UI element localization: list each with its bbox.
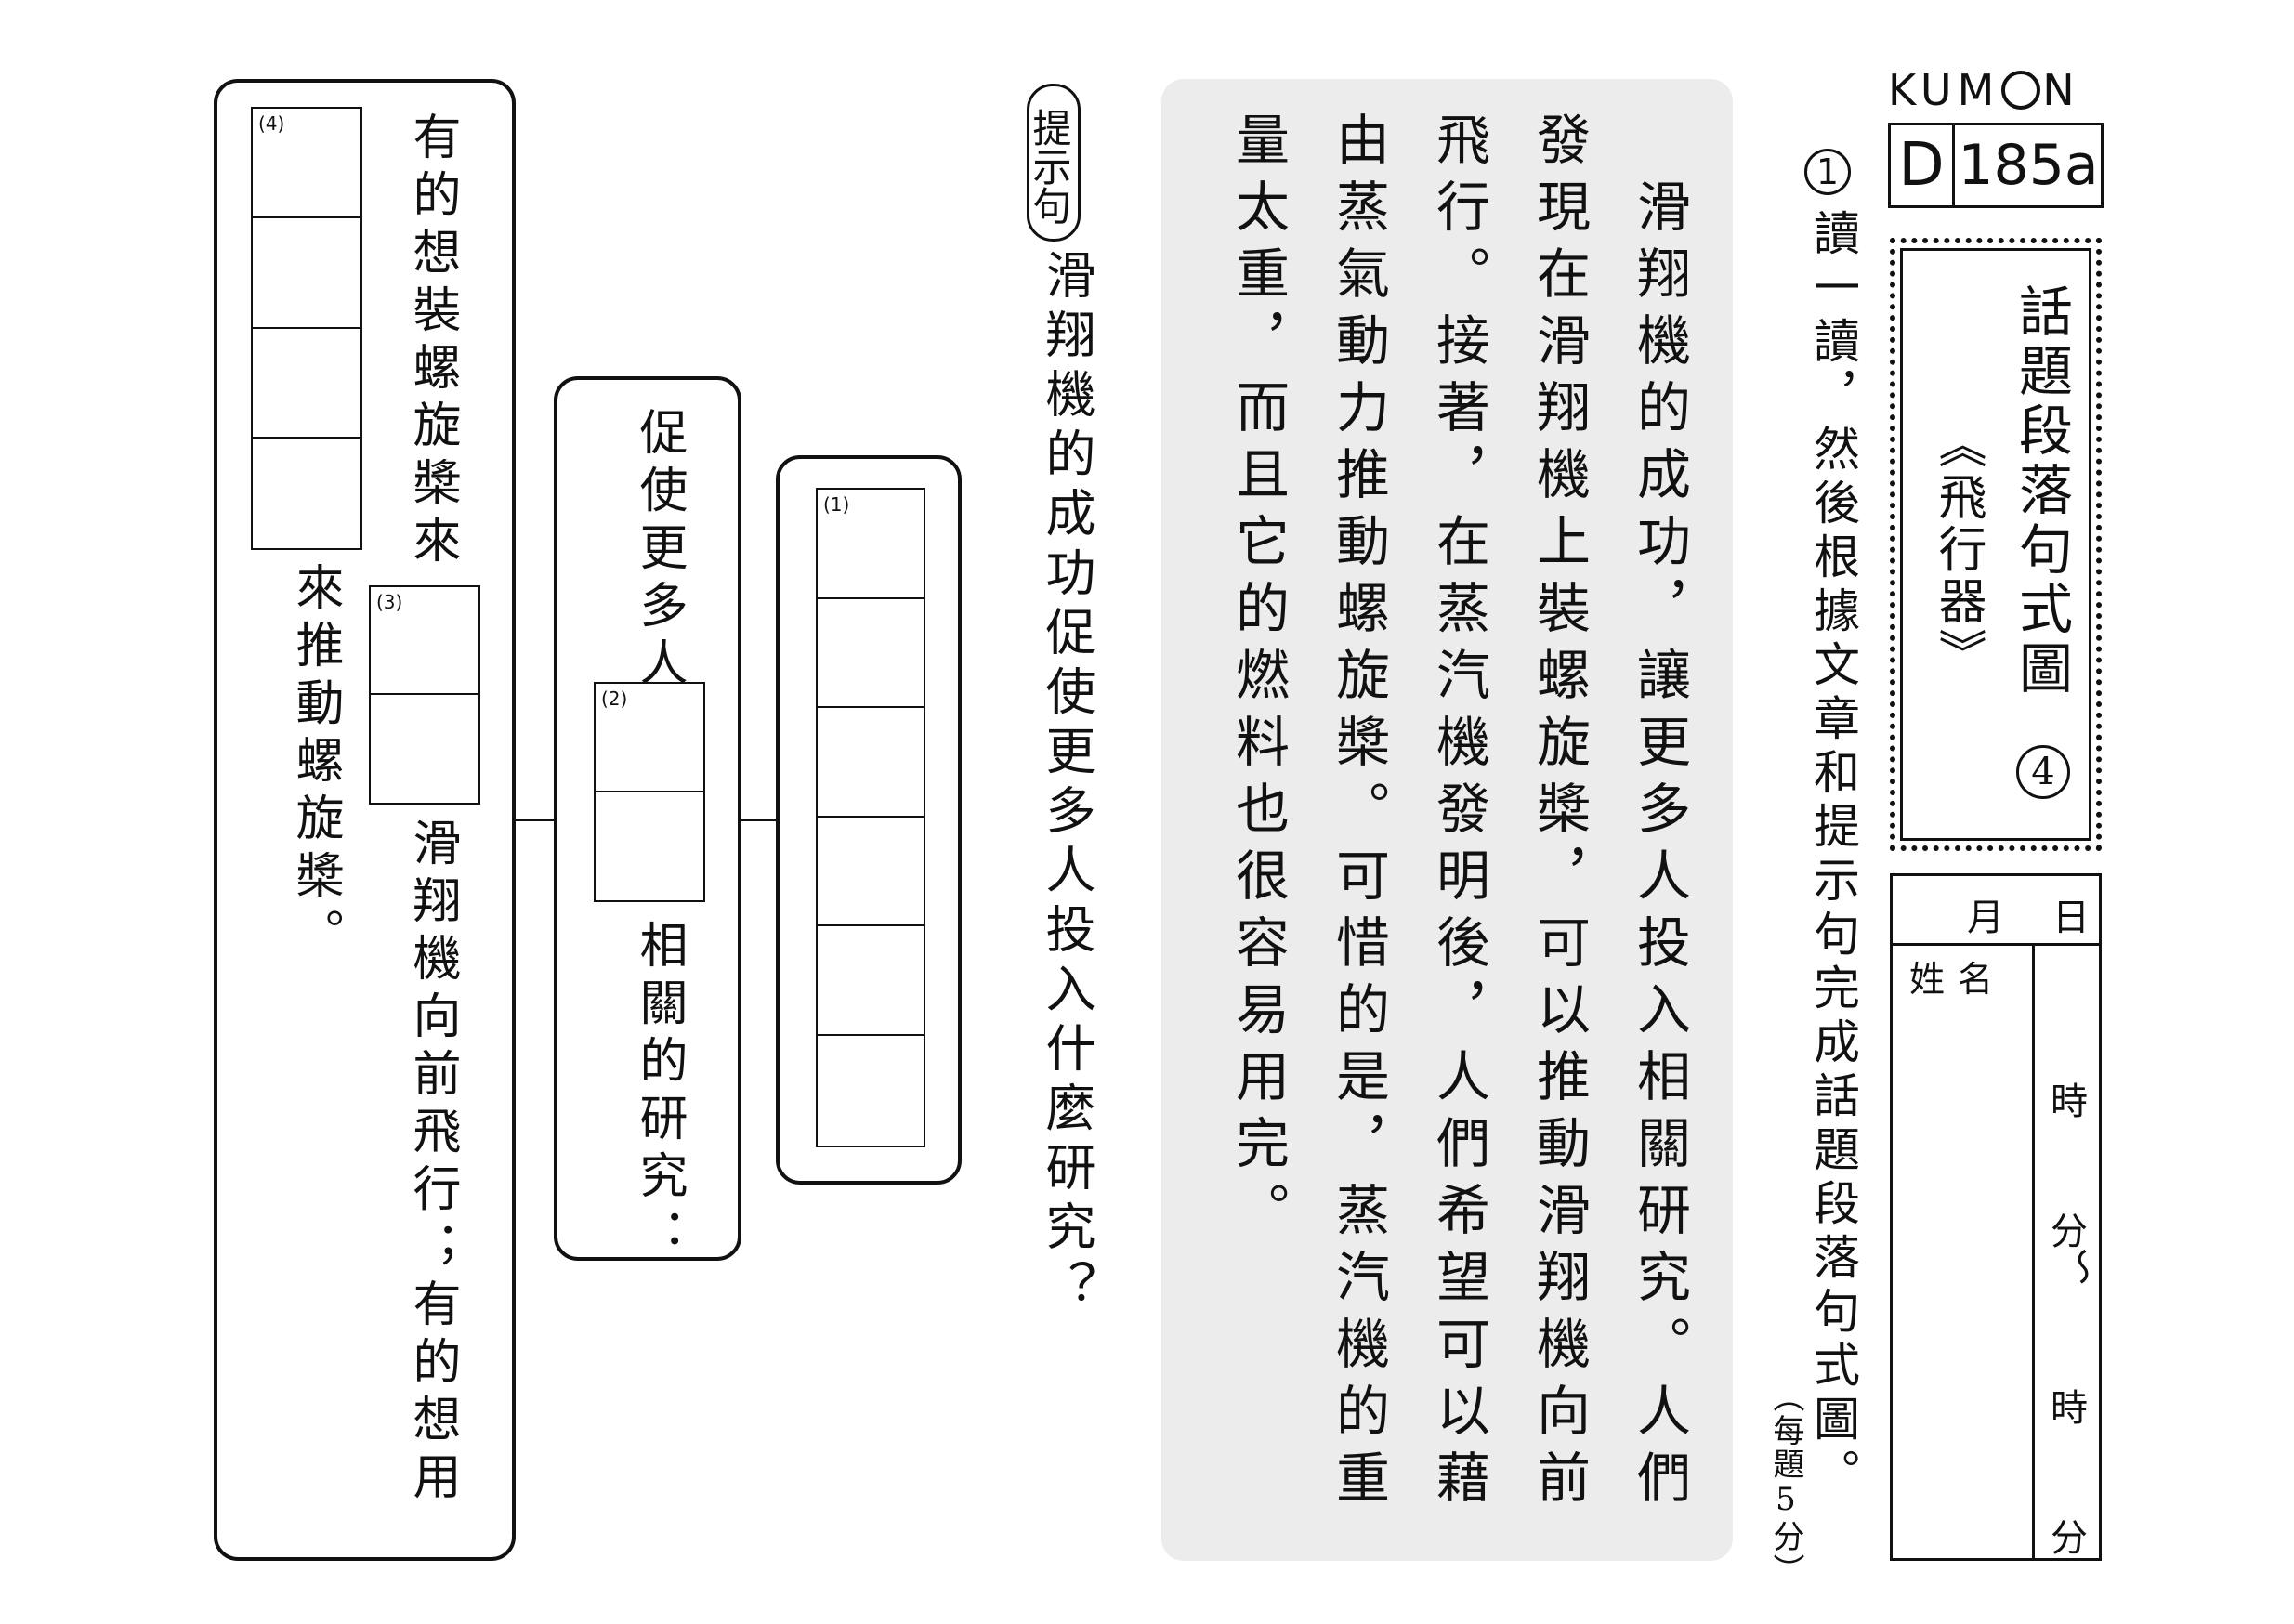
sentence-suffix: 相關的研究： [631, 920, 687, 1265]
details-box [214, 79, 516, 1561]
start-hour-label: 時 [2051, 1080, 2088, 1123]
connector-line [516, 819, 554, 821]
hint-tag: 提示句 [1027, 84, 1081, 242]
answer-cell[interactable] [596, 792, 703, 901]
detail-text-2: 滑翔機向前飛行；有的想用 [404, 818, 460, 1509]
worksheet-subtitle: 《飛行器》 [1930, 420, 1986, 680]
answer-cell[interactable] [818, 599, 924, 709]
instruction-text: 讀一讀，然後根據文章和提示句完成話題段落句式圖。 [1806, 209, 1860, 1502]
answer-label-1: (1) [823, 493, 850, 516]
detail-text-1: 有的想裝螺旋槳來 [404, 111, 460, 572]
answer-grid-1[interactable]: (1) [816, 488, 925, 1147]
answer-cell[interactable] [818, 818, 924, 927]
passage-background [1161, 79, 1733, 1561]
worksheet-code: D 185a [1888, 123, 2104, 208]
month-label: 月 [1967, 897, 2004, 939]
answer-label-4: (4) [258, 112, 285, 135]
date-row: 月 日 [1893, 876, 2099, 946]
day-label: 日 [2052, 897, 2090, 939]
answer-grid-4[interactable]: (4) [251, 107, 362, 550]
name-date-form: 月 日 姓名 時 分 〜 時 分 [1890, 873, 2102, 1561]
sentence-prefix: 促使更多人 [631, 407, 687, 695]
title-frame [1890, 238, 2102, 851]
answer-cell[interactable] [253, 109, 360, 219]
worksheet-title: 話題段落句式圖 [2010, 283, 2073, 700]
form-divider [2032, 943, 2035, 1558]
start-minute-label: 分 [2051, 1211, 2088, 1253]
level-code: D [1891, 125, 1955, 205]
answer-cell[interactable] [818, 926, 924, 1037]
answer-label-3: (3) [376, 591, 403, 613]
connector-line [741, 819, 776, 821]
answer-grid-2[interactable]: (2) [594, 682, 705, 902]
sentence-box [554, 376, 741, 1261]
points-note: （每題5分） [1767, 1381, 1804, 1587]
answer-cell[interactable] [253, 439, 360, 548]
hint-sentence: 滑翔機的成功促使更多人投入什麼研究？ [1037, 249, 1095, 1319]
answer-cell[interactable] [596, 684, 703, 792]
detail-text-3: 來推動螺旋槳。 [287, 562, 343, 965]
title-number: 4 [2016, 745, 2070, 799]
answer-cell[interactable] [253, 218, 360, 329]
name-label[interactable]: 姓名 [1909, 959, 2007, 1000]
answer-cell[interactable] [818, 1036, 924, 1146]
answer-cell[interactable] [818, 708, 924, 818]
answer-label-2: (2) [601, 688, 628, 710]
topic-box [776, 455, 962, 1185]
end-minute-label: 分 [2051, 1517, 2088, 1560]
answer-grid-3[interactable]: (3) [369, 585, 480, 805]
end-hour-label: 時 [2051, 1387, 2088, 1430]
logo-o-icon [2001, 71, 2041, 110]
answer-cell[interactable] [371, 695, 478, 803]
question-number: 1 [1804, 149, 1851, 195]
answer-cell[interactable] [253, 329, 360, 439]
time-range-tilde: 〜 [2058, 1248, 2101, 1285]
answer-cell[interactable] [818, 490, 924, 599]
page-code: 185a [1958, 133, 2099, 198]
reading-passage: 滑翔機的成功，讓更多人投入相關研究。人們發現在滑翔機上裝螺旋槳，可以推動滑翔機向… [1226, 111, 1691, 1516]
answer-cell[interactable] [371, 587, 478, 695]
